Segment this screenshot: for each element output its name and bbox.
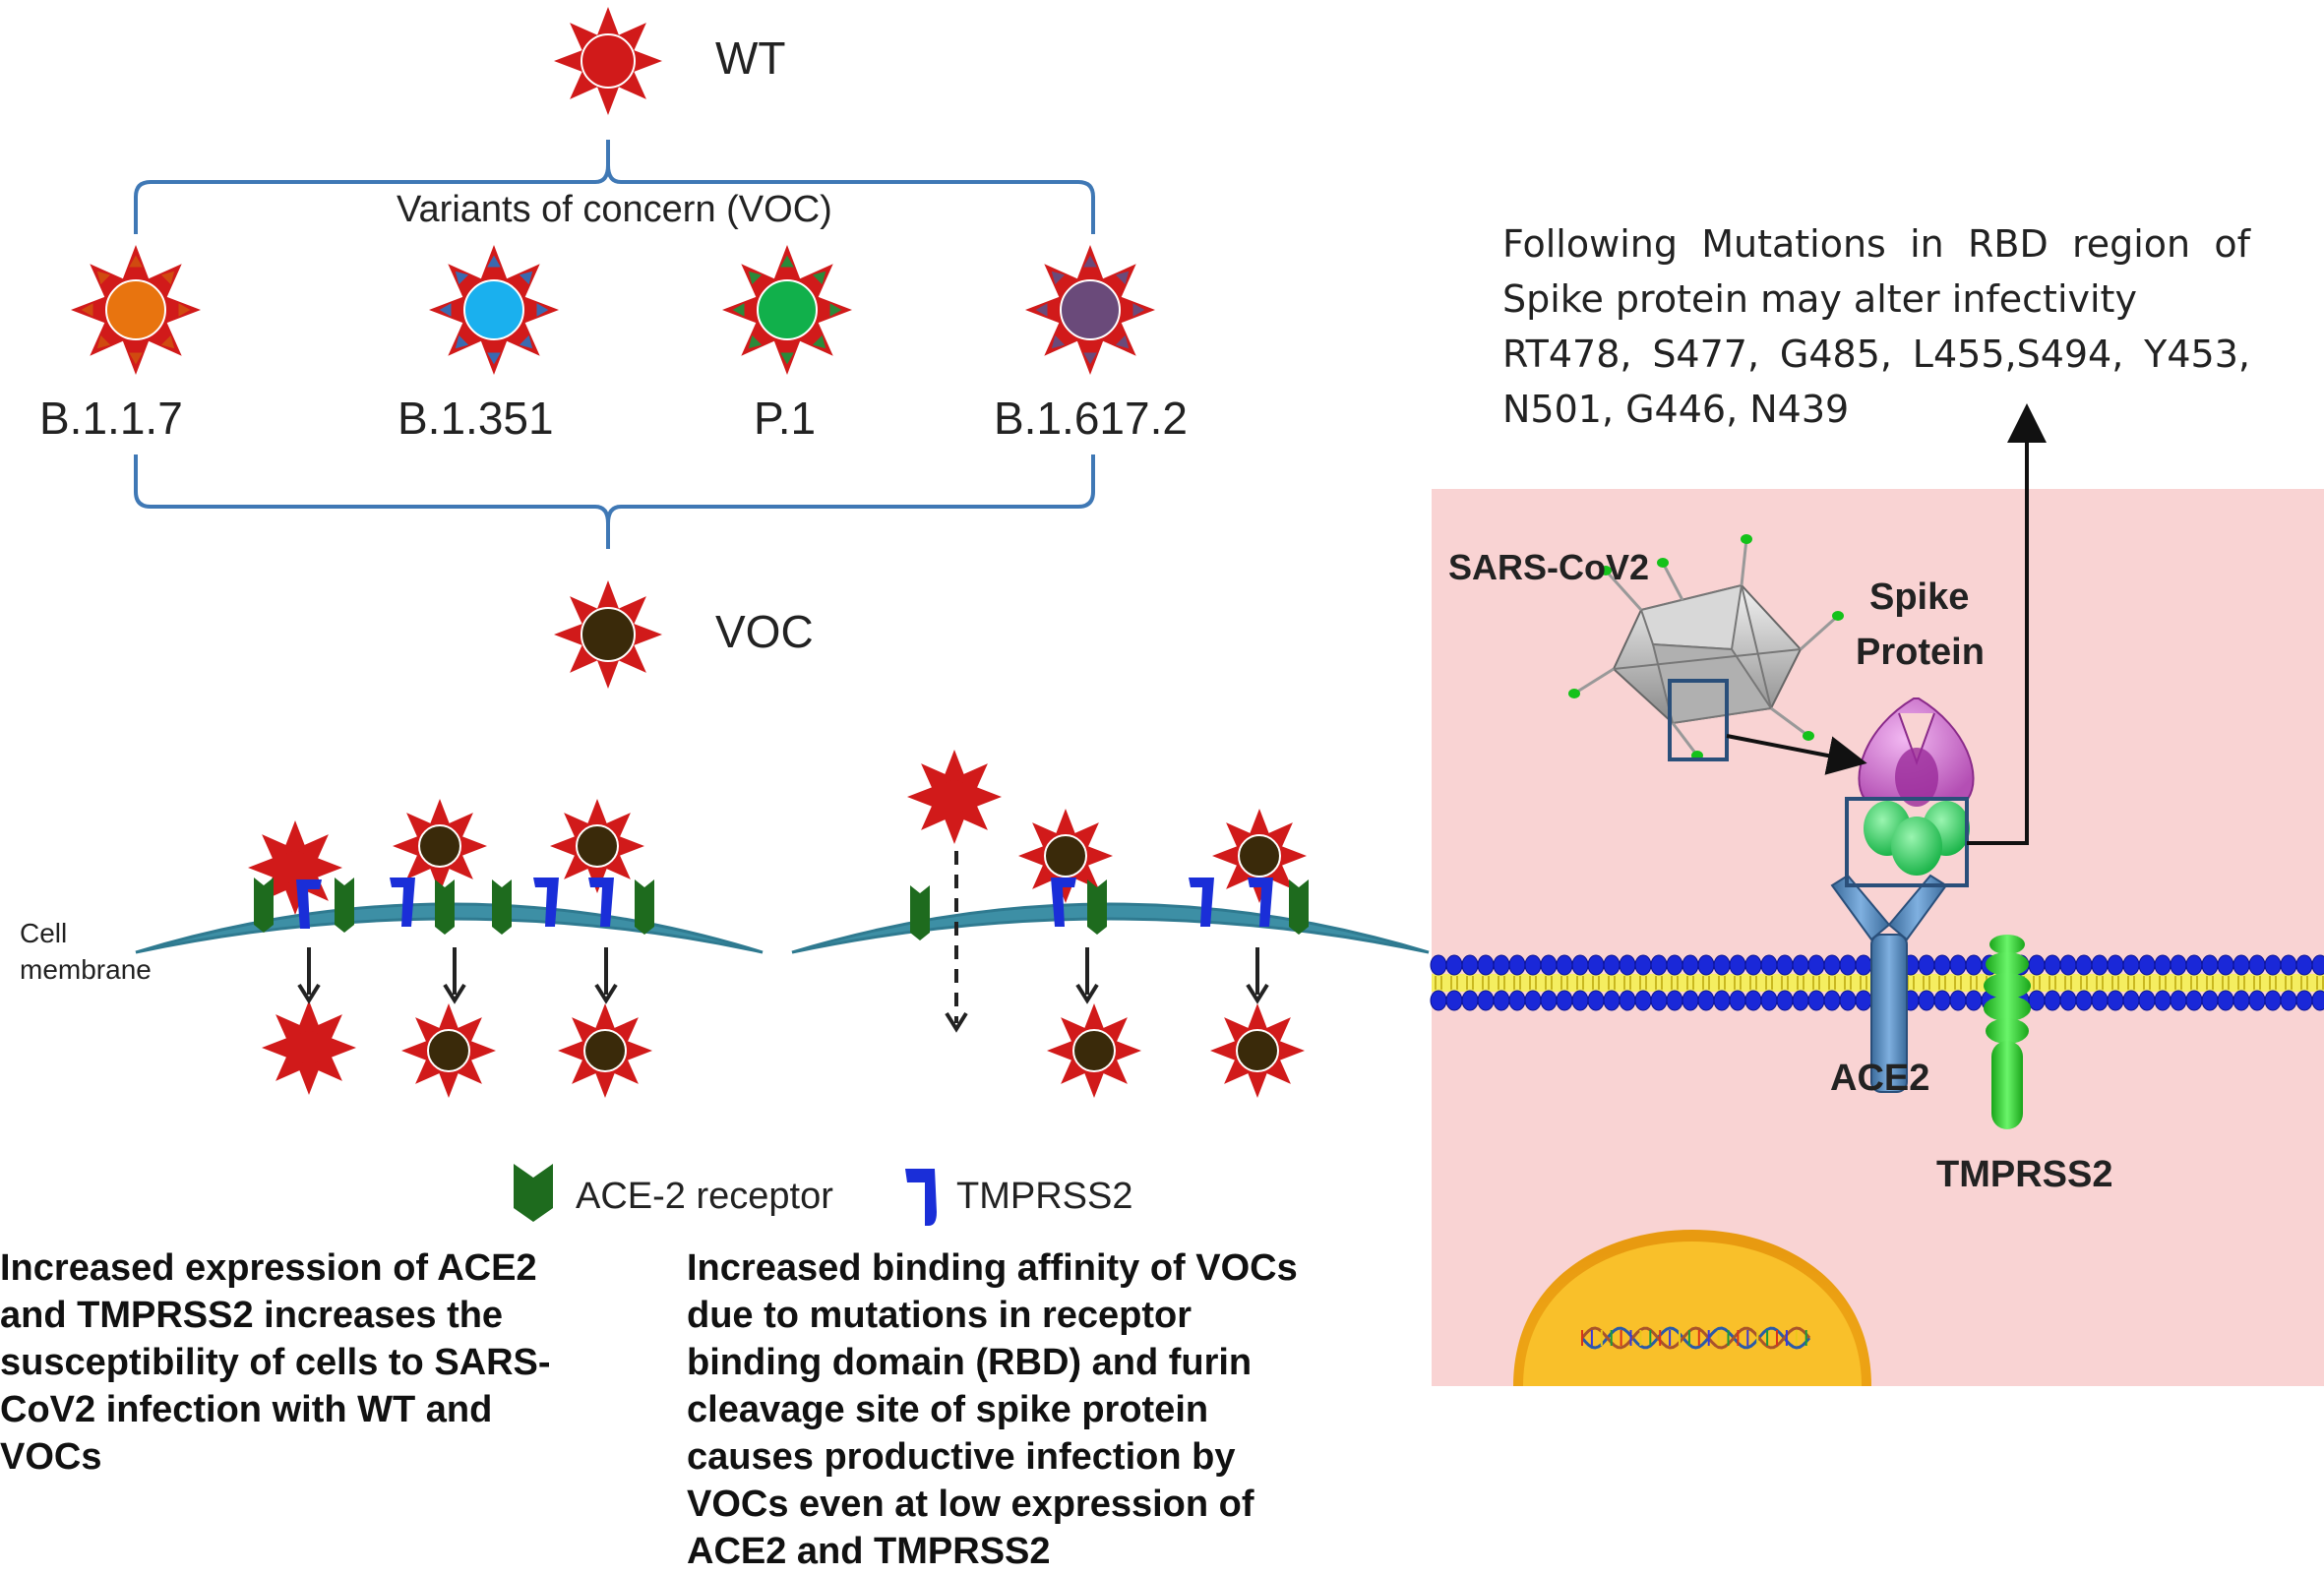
wt-label: WT: [715, 32, 786, 84]
variant-virus-icon-0: [71, 245, 201, 375]
voc-bracket-title: Variants of concern (VOC): [397, 189, 832, 230]
ace2-legend-label: ACE-2 receptor: [576, 1176, 833, 1217]
left-caption: Increased expression of ACE2 and TMPRSS2…: [0, 1247, 551, 1478]
nucleus: [1513, 1230, 1871, 1386]
ace2-receptor-shape: [1830, 874, 1948, 1093]
left-wt-virus-bottom: [262, 1000, 356, 1095]
right-caption: Increased binding affinity of VOCs due t…: [687, 1247, 1298, 1572]
cell-membrane-right: [791, 902, 1430, 954]
membrane-label: membrane: [20, 954, 152, 985]
variant-label-p1: P.1: [754, 393, 817, 444]
left-voc-virus-top-2: [550, 799, 644, 893]
variants-bottom-bracket: [134, 454, 1095, 549]
cell-label: Cell: [20, 918, 68, 948]
variant-label-b16172: B.1.617.2: [994, 393, 1188, 444]
virus-spikes: [1568, 534, 1844, 760]
variant-label-b117: B.1.1.7: [39, 393, 183, 444]
tmprss2-legend-label: TMPRSS2: [956, 1176, 1133, 1217]
virus-to-spike-arrow: [1726, 734, 1867, 775]
left-voc-virus-bottom-2: [558, 1003, 652, 1098]
dna-helix-icon: [1580, 1326, 1811, 1350]
sars-cov2-particle-icon: [1612, 583, 1803, 725]
entry-arrows: [297, 851, 1269, 1033]
mutation-list: Following Mutations in RBD region of Spi…: [1502, 222, 2250, 431]
receptor-row: [254, 878, 1309, 940]
variants-top-bracket: [134, 140, 1095, 234]
tmprss2-panel-label: TMPRSS2: [1936, 1154, 2113, 1195]
variant-virus-icon-3: [1025, 245, 1155, 375]
sars-cov2-label: SARS-CoV2: [1448, 547, 1650, 587]
rbd-to-mutations-arrow: [1967, 403, 2047, 845]
variant-virus-icon-1: [429, 245, 559, 375]
right-voc-virus-bottom-2: [1210, 1003, 1305, 1098]
wt-virus-icon: [554, 7, 662, 115]
spike-label-line1: Spike: [1869, 576, 1970, 618]
ace2-legend-icon: [514, 1164, 553, 1222]
left-voc-virus-bottom-1: [401, 1003, 496, 1098]
voc-virus-icon: [554, 580, 662, 689]
ace2-panel-label: ACE2: [1830, 1058, 1930, 1099]
variant-virus-icon-2: [722, 245, 852, 375]
tmprss2-shape: [1984, 935, 2031, 1129]
right-wt-virus-top: [907, 750, 1002, 844]
right-voc-virus-top-2: [1212, 809, 1307, 903]
virus-highlight-box: [1668, 679, 1729, 761]
variant-label-b1351: B.1.351: [398, 393, 554, 444]
spike-protein-shape: [1858, 697, 1975, 876]
left-voc-virus-top-1: [393, 799, 487, 893]
right-voc-virus-bottom-1: [1047, 1003, 1141, 1098]
lipid-bilayer: [1430, 954, 2324, 1011]
spike-label-line2: Protein: [1856, 632, 1985, 673]
voc-label: VOC: [715, 606, 814, 657]
right-voc-virus-top-1: [1018, 809, 1113, 903]
tmprss2-legend-icon: [905, 1169, 937, 1226]
